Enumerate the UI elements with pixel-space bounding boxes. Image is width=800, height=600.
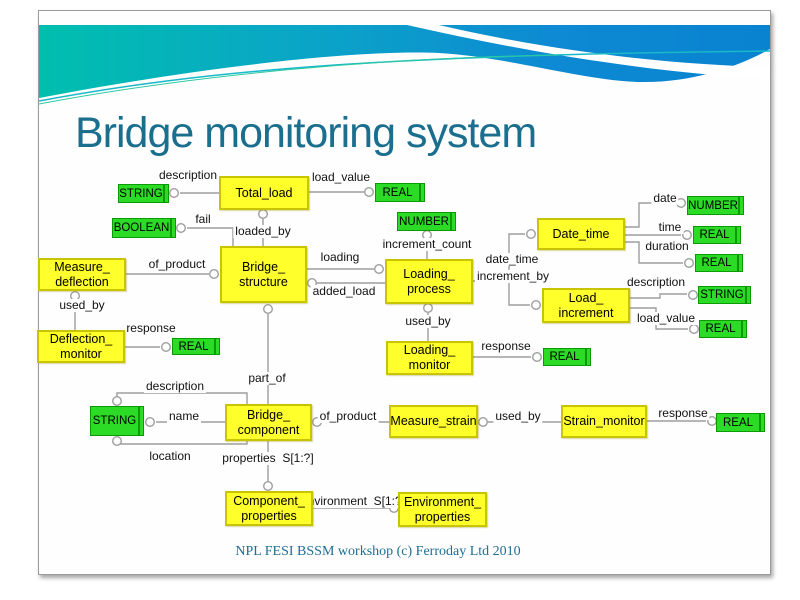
type-string-bridge-component: STRING [90,406,144,436]
entity-bridge-component: Bridge_component [225,404,312,441]
type-tick [419,183,421,202]
type-tick [737,254,739,272]
entity-strain-monitor: Strain_monitor [561,405,647,438]
type-tick [745,286,747,304]
type-string-description-load-increment: STRING [698,286,751,304]
type-tick [759,413,761,432]
relation-label: description [143,379,207,393]
type-tick [138,406,140,436]
relation-label: duration [643,239,691,253]
type-real-response-strain: REAL [716,413,765,432]
relation-label: of_product [317,409,379,423]
relation-label: of_product [146,257,208,271]
type-number-increment-count: NUMBER [397,212,456,231]
footer-credit: NPL FESI BSSM workshop (c) Ferroday Ltd … [235,544,521,559]
relation-label: increment_count [380,237,474,251]
type-string-description-total-load: STRING [118,184,169,203]
entity-deflection-monitor: Deflection_monitor [37,330,125,363]
relation-label: environment S[1:?] [298,494,408,508]
type-tick [170,218,172,238]
entity-date-time: Date_time [537,218,625,250]
relation-label: part_of [246,371,288,385]
relation-label: time [656,220,684,234]
relation-label: date [651,191,679,205]
entity-measure-strain: Measure_strain [389,405,478,438]
entity-total-load: Total_load [219,176,309,210]
relation-label: properties S[1:?] [220,451,316,465]
type-real-load-value-total-load: REAL [375,183,425,202]
entity-component-properties: Component_properties [225,491,313,526]
relation-label: response [656,406,710,420]
type-real-load-value-load-increment: REAL [699,320,747,338]
relation-label: used_by [57,298,107,312]
entity-bridge-structure: Bridge_structure [220,246,307,303]
slide-canvas: Bridge monitoring system NPL FESI BSSM w… [38,10,771,575]
slide-title: Bridge monitoring system [75,109,537,157]
type-real-response-loading: REAL [543,348,591,366]
relation-label: description [624,275,688,289]
type-tick [741,320,743,338]
type-boolean-fail: BOOLEAN [112,218,176,238]
entity-loading-monitor: Loading_monitor [386,341,473,375]
relation-label: used_by [493,409,543,423]
relation-label: location [147,449,193,463]
type-real-duration: REAL [695,254,743,272]
entity-environment-properties: Environment_properties [398,492,487,527]
type-tick [735,226,737,244]
type-tick [214,338,216,355]
relation-label: load_value [634,311,698,325]
relation-label: loading [318,250,362,264]
relation-label: description [156,168,220,182]
relation-label: loaded_by [233,224,293,238]
entity-loading-process: Loading_process [385,259,473,304]
type-tick [585,348,587,366]
relation-label: name [166,409,202,423]
type-tick [450,212,452,231]
entity-measure-deflection: Measure_deflection [38,258,126,291]
type-tick [738,196,740,215]
type-real-time: REAL [693,226,741,244]
relation-label: date_time [483,252,541,266]
relation-label: load_value [309,170,373,184]
type-tick [163,184,165,203]
relation-label: fail [193,212,213,226]
relation-label: response [479,339,533,353]
relation-label: response [124,321,178,335]
relation-label: added_load [310,284,378,298]
relation-label: used_by [403,314,453,328]
relation-label: increment_by [474,269,552,283]
type-number-date: NUMBER [687,196,744,215]
type-real-response-deflection: REAL [172,338,220,355]
header-wave-decoration [39,25,770,105]
entity-load-increment: Load_increment [542,288,630,323]
